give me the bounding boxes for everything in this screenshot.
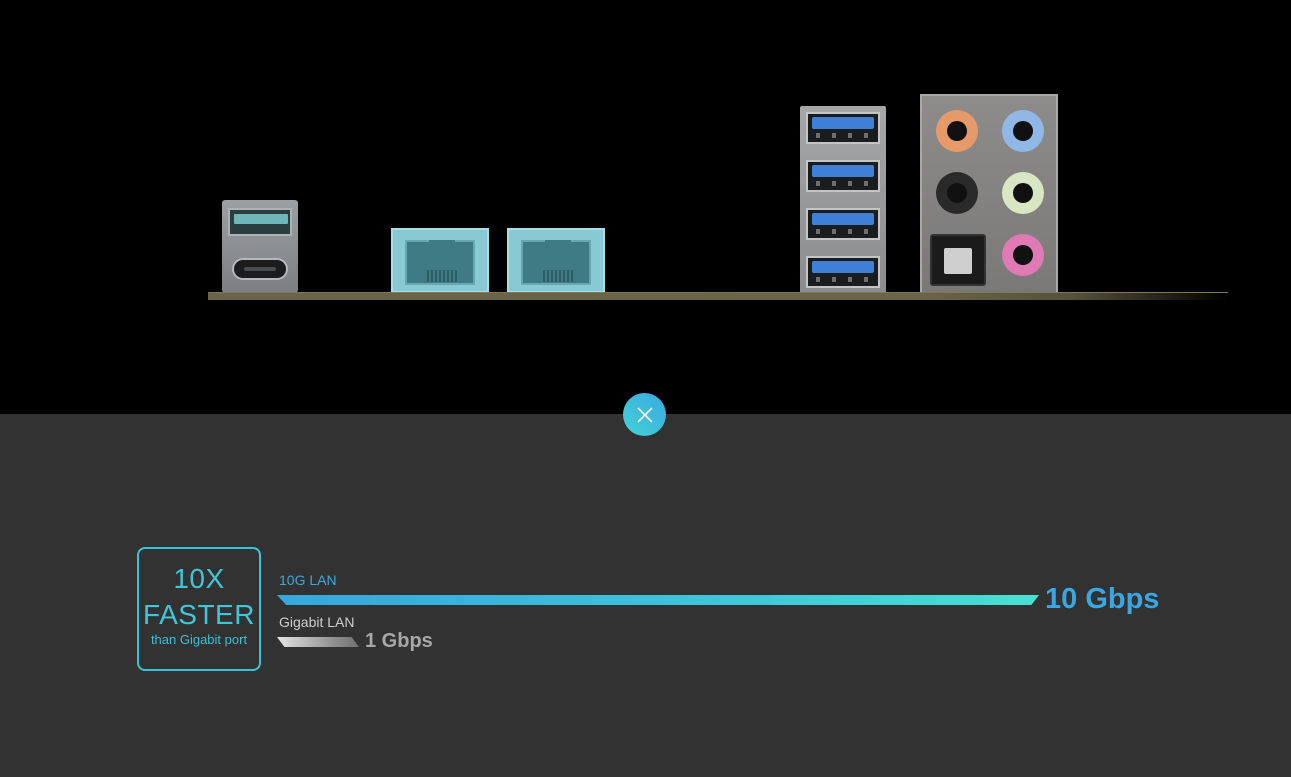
audio-jack-blue: [1002, 110, 1044, 152]
rj45-opening: [521, 240, 591, 285]
usb3-port: [806, 160, 880, 192]
rj45-lan-port-2: [507, 228, 605, 293]
optical-shutter: [944, 248, 972, 274]
usb3-port: [806, 256, 880, 288]
product-image: [208, 94, 1228, 300]
badge-multiplier: 10X: [173, 563, 225, 594]
pcb-edge: [208, 292, 1228, 300]
usb3-tongue: [812, 261, 874, 273]
badge-faster: FASTER: [143, 599, 255, 630]
speed-bar-10g-lan: [277, 595, 1039, 605]
usb3-contacts: [816, 181, 870, 186]
rj45-notch: [545, 240, 571, 250]
usb3-tongue: [812, 213, 874, 225]
usb-a-port: [228, 208, 292, 236]
usb-c-tongue: [244, 267, 276, 271]
usb-a-usb-c-port-stack: [220, 200, 300, 293]
rj45-pins: [543, 270, 573, 282]
rj45-lan-port-1: [391, 228, 489, 293]
speed-value-10g-lan: 10 Gbps: [1045, 583, 1160, 615]
optical-spdif-port: [930, 234, 986, 286]
speed-multiplier-badge: 10X FASTER than Gigabit port: [137, 547, 261, 671]
usb3-tongue: [812, 117, 874, 129]
audio-jack-black: [936, 172, 978, 214]
speed-value-gigabit-lan: 1 Gbps: [365, 630, 433, 652]
audio-jack-orange: [936, 110, 978, 152]
audio-jack-lime: [1002, 172, 1044, 214]
rj45-opening: [405, 240, 475, 285]
rj45-notch: [429, 240, 455, 250]
speed-bar-gigabit-lan: [277, 637, 359, 647]
usb3-contacts: [816, 277, 870, 282]
close-icon: [636, 406, 653, 423]
usb3-port: [806, 208, 880, 240]
usb3-port: [806, 112, 880, 144]
audio-panel: [920, 94, 1058, 294]
badge-caption: than Gigabit port: [150, 632, 248, 647]
usb3-contacts: [816, 133, 870, 138]
audio-jack-pink: [1002, 234, 1044, 276]
rj45-pins: [427, 270, 457, 282]
bar-label-10g-lan: 10G LAN: [279, 572, 337, 588]
close-button[interactable]: [623, 393, 666, 436]
usb-a-tongue: [234, 214, 288, 224]
bar-label-gigabit-lan: Gigabit LAN: [279, 614, 355, 630]
usb3-port-stack: [800, 106, 886, 294]
usb-c-port: [232, 258, 288, 280]
usb3-contacts: [816, 229, 870, 234]
usb3-tongue: [812, 165, 874, 177]
